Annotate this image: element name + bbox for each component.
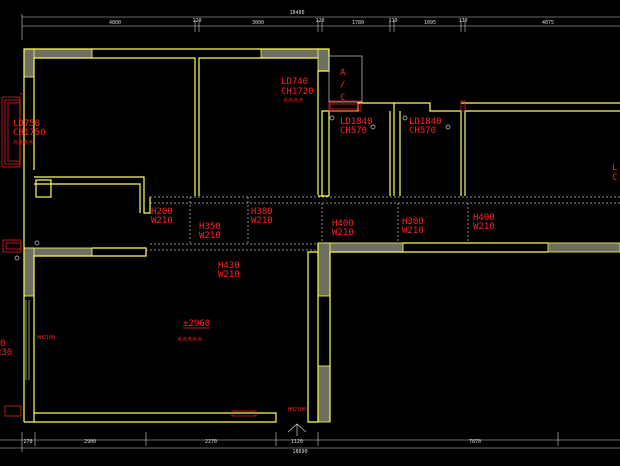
center-code-label: ±2960	[183, 319, 210, 329]
room2-ch-label: CH1720	[281, 87, 314, 97]
room1-ld-label: LD750	[13, 119, 40, 129]
left-window-details	[1, 55, 466, 417]
bottom-dim-text-1120: 1120	[291, 439, 303, 445]
room4-ld-label: LD1840	[409, 117, 442, 127]
main-beam-w-label: W210	[218, 270, 240, 280]
left-edge-label-1: 0	[0, 339, 5, 349]
left-wall-note-label: HH2100	[37, 335, 55, 341]
bottom-door-mark	[231, 410, 257, 417]
beam5-h-label: H300	[402, 217, 424, 227]
closet-door-box	[35, 179, 52, 198]
column-mid-center	[317, 242, 404, 253]
lower-room-top-wall	[92, 247, 147, 257]
beam2-h-label: H350	[199, 222, 221, 232]
beam6-h-label: H400	[473, 213, 495, 223]
beam3-w-label: W210	[251, 216, 273, 226]
bottom-dim-text-270: 270	[23, 439, 32, 445]
top-dim-text-3000: 3000	[252, 20, 264, 26]
column-bottom-right	[317, 365, 331, 423]
lower-room-right-wall	[307, 243, 319, 423]
room2-inner-wall	[198, 57, 318, 196]
beam4-w-label: W210	[332, 228, 354, 238]
left-window-frame-inner	[7, 102, 21, 162]
ac-label-c: C	[340, 93, 345, 103]
room2-ld-label: LD740	[281, 77, 308, 87]
light-fixture-icon	[329, 115, 335, 121]
main-beam-h-label: H430	[218, 261, 240, 271]
top-dim-text-1780: 1780	[352, 20, 364, 26]
bottom-dim-text-7870: 7870	[469, 439, 481, 445]
fixture-markers	[14, 115, 451, 436]
top-dimension-chain: 18480 4800 120 3000 120 1780 110 1095 13…	[21, 10, 620, 40]
top-dim-text-110: 110	[388, 18, 397, 24]
beam3-h-label: H380	[251, 207, 273, 217]
closet-wall-inner	[34, 183, 141, 213]
beam2-w-label: W210	[199, 231, 221, 241]
room1-inner-wall	[33, 57, 196, 196]
left-edge-label-2: 230	[0, 348, 12, 358]
top-dim-text-1095: 1095	[424, 20, 436, 26]
light-fixture-icon	[370, 124, 376, 130]
beam4-h-label: H400	[332, 219, 354, 229]
ac-label-a: A	[340, 68, 346, 78]
light-fixture-icon	[402, 115, 408, 121]
column-top-right-vertical	[317, 48, 330, 72]
top-dim-text-120b: 120	[315, 18, 324, 24]
bottom-left-window	[4, 405, 22, 417]
lower-room-bottom-wall	[24, 412, 277, 423]
far-right-wall-mark	[460, 100, 466, 112]
top-dim-text-130: 130	[458, 18, 467, 24]
column-mid-left-vertical	[23, 247, 35, 297]
room3-ch-label: CH570	[340, 126, 367, 136]
room3-ld-label: LD1840	[340, 117, 373, 127]
bottom-dim-text-2270: 2270	[205, 439, 217, 445]
light-fixture-icon	[14, 255, 20, 261]
column-right-end	[547, 242, 620, 253]
right-edge-label-l: L	[612, 163, 617, 173]
room4-ch-label: CH570	[409, 126, 436, 136]
ac-window-frame	[328, 100, 362, 112]
room-labels: A / C LD750 CH1750 点点点点 LD740 CH1720 点点点…	[0, 68, 617, 413]
room1-note-label: 点点点点	[13, 140, 33, 146]
ac-label-slash: /	[340, 80, 345, 90]
top-dim-text-4075: 4075	[542, 20, 554, 26]
center-note-label: 点点点点点	[177, 337, 202, 343]
light-fixture-icon	[34, 240, 40, 246]
light-fixture-icon	[445, 124, 451, 130]
bottom-total-dim-text: 18690	[292, 449, 307, 455]
top-dim-text-120a: 120	[192, 18, 201, 24]
column-top-left-vertical	[23, 48, 35, 78]
column-mid-center-vertical	[317, 242, 331, 297]
left-window-lower-inner	[5, 242, 22, 250]
bottom-note-label: HH2100	[288, 407, 306, 413]
ac-window-frame-inner	[329, 103, 359, 110]
closet-wall	[34, 176, 151, 214]
ac-unit-box	[328, 55, 363, 103]
origin-marker-icon	[287, 423, 307, 436]
room2-note-label: 点点点点	[283, 98, 303, 104]
room4-wall	[394, 102, 462, 196]
right-edge-label-c: C	[612, 173, 617, 183]
beam1-h-label: H200	[151, 207, 173, 217]
wall-outlines	[23, 48, 620, 423]
top-dim-text-4800: 4800	[109, 20, 121, 26]
beam1-w-label: W210	[151, 216, 173, 226]
lower-room-wall	[33, 255, 92, 422]
beam-dashed-lines	[146, 196, 620, 251]
beam5-w-label: W210	[402, 226, 424, 236]
bottom-dimension-chain: 270 2900 2270 1120 7870 18690	[0, 432, 620, 455]
beam6-w-label: W210	[473, 222, 495, 232]
top-total-dim-text: 18480	[289, 10, 304, 16]
bottom-dim-text-2900: 2900	[84, 439, 96, 445]
room1-ch-label: CH1750	[13, 128, 46, 138]
